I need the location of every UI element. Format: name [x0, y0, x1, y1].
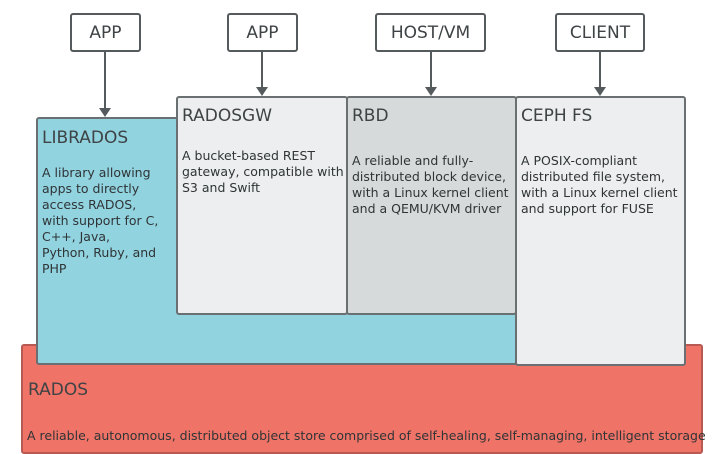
arrow-head-rbd [425, 87, 437, 96]
radosgw-box: RADOSGW A bucket-based REST gateway, com… [176, 96, 348, 315]
arrow-app-to-radosgw [261, 52, 263, 88]
arrow-head-librados [99, 108, 111, 117]
librados-title: LIBRADOS [42, 128, 129, 148]
rados-title: RADOS [28, 380, 89, 400]
rados-description: A reliable, autonomous, distributed obje… [27, 428, 706, 443]
arrow-head-cephfs [594, 87, 606, 96]
client-box-app-1: APP [70, 13, 141, 52]
radosgw-description: A bucket-based REST gateway, compatible … [182, 148, 344, 195]
rbd-description: A reliable and fully-distributed block d… [352, 153, 509, 216]
client-box-client: CLIENT [555, 13, 645, 52]
rbd-box: RBD A reliable and fully-distributed blo… [346, 96, 517, 315]
arrow-client-to-cephfs [599, 52, 601, 88]
arrow-app-to-librados [104, 52, 106, 109]
radosgw-title: RADOSGW [182, 106, 272, 126]
librados-description: A library allowing apps to directly acce… [42, 165, 159, 276]
cephfs-box: CEPH FS A POSIX-compliant distributed fi… [515, 96, 686, 366]
arrow-host-to-rbd [430, 52, 432, 88]
cephfs-title: CEPH FS [521, 106, 593, 126]
client-box-app-2: APP [227, 13, 298, 52]
client-box-host-vm: HOST/VM [375, 13, 486, 52]
cephfs-description: A POSIX-compliant distributed file syste… [521, 153, 678, 216]
arrow-head-radosgw [256, 87, 268, 96]
rbd-title: RBD [352, 106, 389, 126]
